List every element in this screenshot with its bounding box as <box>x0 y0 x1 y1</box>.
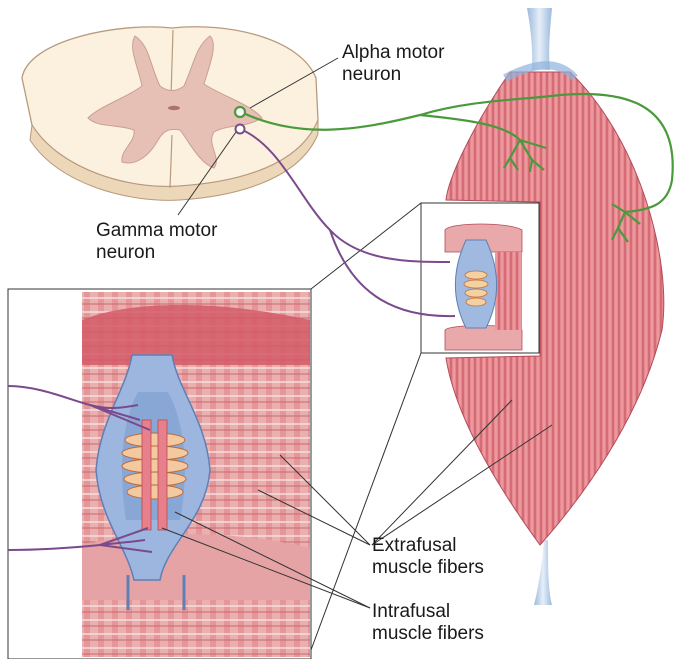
gamma-label-line-2: neuron <box>96 242 217 264</box>
magnified-region-box <box>421 203 539 353</box>
intrafusal-label-line-2: muscle fibers <box>372 623 484 645</box>
gamma-motor-neuron-label: Gamma motor neuron <box>96 220 217 264</box>
extrafusal-label-line-2: muscle fibers <box>372 557 484 579</box>
gamma-label-line-1: Gamma motor <box>96 220 217 242</box>
extrafusal-muscle-fibers-label: Extrafusal muscle fibers <box>372 535 484 579</box>
alpha-label-line-1: Alpha motor <box>342 42 444 64</box>
extrafusal-label-line-1: Extrafusal <box>372 535 484 557</box>
alpha-label-line-2: neuron <box>342 64 444 86</box>
zoom-lines <box>311 203 421 650</box>
intrafusal-label-line-1: Intrafusal <box>372 601 484 623</box>
magnified-inset <box>8 289 311 659</box>
intrafusal-muscle-fibers-label: Intrafusal muscle fibers <box>372 601 484 645</box>
spinal-cord-section <box>22 27 318 201</box>
alpha-motor-neuron-label: Alpha motor neuron <box>342 42 444 86</box>
